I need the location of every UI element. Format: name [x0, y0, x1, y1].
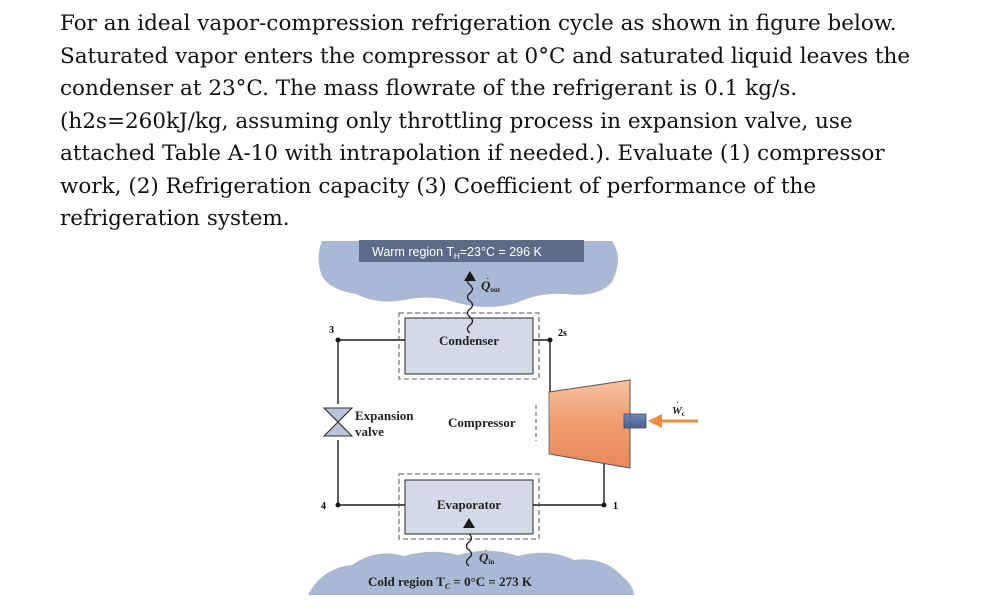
- q-out-arrowhead: [464, 271, 476, 281]
- expansion-valve-label-1: Expansion: [355, 408, 414, 423]
- condenser-boundary: [398, 312, 540, 380]
- q-out-label: Qout: [481, 278, 501, 294]
- problem-line: (h2s=260kJ/kg, assuming only throttling …: [60, 108, 853, 134]
- state-point-1: [601, 502, 607, 508]
- expansion-valve-label-2: valve: [355, 424, 384, 439]
- warm-region-label: Warm region TH=23°C = 296 K: [372, 245, 543, 261]
- q-in-wavy-arrow: [465, 533, 473, 567]
- warm-region-sub: H: [454, 252, 460, 261]
- work-dot: ·: [676, 398, 679, 409]
- problem-line: refrigeration system.: [60, 206, 290, 231]
- q-in-sub: in: [488, 558, 494, 566]
- condenser-label: Condenser: [439, 333, 499, 348]
- warm-region-prefix: Warm region T: [372, 245, 454, 259]
- problem-line: condenser at 23°C. The mass flowrate of …: [60, 76, 798, 101]
- cold-region-sub: C: [445, 582, 451, 591]
- state-point-3: [335, 337, 341, 343]
- state-label-3: 3: [329, 325, 334, 336]
- q-in-symbol: Q: [479, 550, 489, 565]
- cold-region-label: Cold region TC = 0°C = 273 K: [368, 574, 533, 591]
- q-out-dot: ·: [486, 273, 490, 285]
- cold-region-prefix: Cold region T: [368, 574, 445, 589]
- state-point-4: [335, 502, 341, 508]
- evaporator-boundary: [398, 473, 540, 540]
- q-in-arrowhead: [463, 518, 475, 528]
- work-input-arrow: [648, 414, 698, 428]
- work-symbol: W: [672, 405, 683, 417]
- state-label-1: 1: [613, 501, 618, 512]
- condenser-box: [404, 317, 534, 375]
- problem-line: work, (2) Refrigeration capacity (3) Coe…: [60, 173, 817, 199]
- cold-region-cloud: [308, 550, 634, 595]
- state-label-2s: 2s: [558, 328, 567, 339]
- warm-region-suffix: =23°C = 296 K: [460, 245, 543, 259]
- problem-line: attached Table A-10 with intrapolation i…: [60, 141, 885, 166]
- problem-line: For an ideal vapor-compression refrigera…: [60, 11, 897, 36]
- q-out-sub: out: [490, 286, 500, 294]
- problem-statement: For an ideal vapor-compression refrigera…: [60, 8, 960, 236]
- q-out-symbol: Q: [481, 278, 491, 293]
- work-label: Wc: [672, 405, 685, 418]
- expansion-valve-icon: [322, 407, 354, 437]
- work-sub: c: [682, 410, 685, 418]
- q-in-label: Qin: [479, 550, 494, 566]
- q-in-dot: ·: [484, 545, 488, 557]
- compressor-label: Compressor: [448, 415, 516, 430]
- compressor-icon: [535, 379, 647, 469]
- evaporator-label: Evaporator: [437, 497, 502, 512]
- cold-region-suffix: = 0°C = 273 K: [450, 574, 533, 589]
- state-label-4: 4: [321, 501, 326, 512]
- state-point-2s: [547, 337, 553, 343]
- problem-line: Saturated vapor enters the compressor at…: [60, 43, 911, 69]
- q-out-wavy-arrow: [466, 276, 474, 334]
- warm-region-label-bg: [359, 240, 584, 262]
